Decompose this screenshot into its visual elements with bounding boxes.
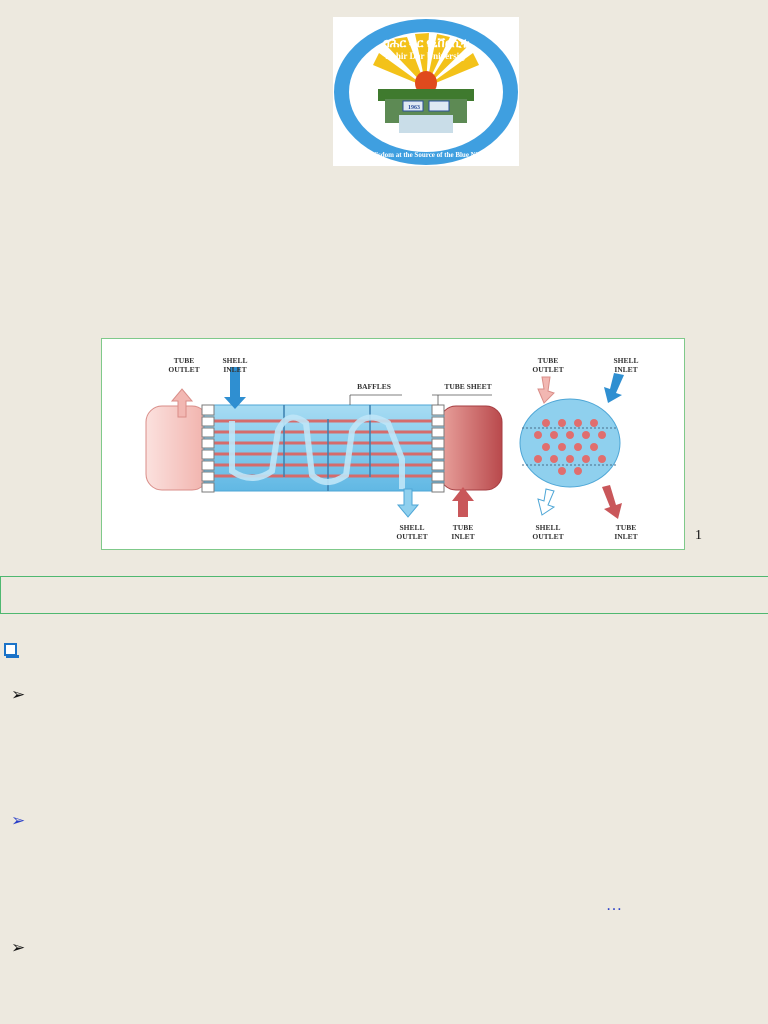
label-shell-inlet-l2: INLET [223, 365, 246, 374]
left-channel-head [145, 405, 209, 491]
label-baffles: BAFFLES [357, 382, 391, 391]
square-bullet-icon [4, 643, 19, 658]
arrow-bullet-icon: ➢ [11, 685, 26, 704]
tube-outlet-arrow [170, 388, 194, 418]
label-tube-inlet-r2: INLET [614, 532, 637, 541]
label-shell-outlet-r1: SHELL [535, 523, 560, 532]
logo-motto: Wisdom at the Source of the Blue Nile [369, 151, 483, 159]
arrow-bullet-icon: ➢ [11, 938, 26, 957]
right-channel-head [439, 405, 503, 491]
label-tube-inlet-r1: TUBE [616, 523, 636, 532]
tube-inlet-arrow [452, 487, 474, 517]
figure-number: 1 [695, 528, 702, 543]
label-tube-inlet-l1: TUBE [453, 523, 473, 532]
logo-year: 1963 [408, 105, 420, 111]
label-shell-inlet-r1: SHELL [613, 356, 638, 365]
logo-english-name: Bahir Dar University [385, 51, 467, 61]
logo-amharic-motto: ጥበብ በዓባይ ምንጭ [396, 136, 456, 145]
label-tube-outlet-r1: TUBE [538, 356, 558, 365]
heat-exchanger-diagram: TUBE OUTLET SHELL INLET BAFFLES TUBE SHE… [145, 356, 639, 541]
label-tube-inlet-l2: INLET [451, 532, 474, 541]
label-tube-outlet-r2: OUTLET [532, 365, 563, 374]
logo-amharic-name: ባሕር ዳር ዩኒቨርሲቲ [383, 36, 470, 50]
logo-seal-icon: ባሕር ዳር ዩኒቨርሲቲ Bahir Dar University 1963 … [334, 19, 518, 165]
heat-exchanger-figure: TUBE OUTLET SHELL INLET BAFFLES TUBE SHE… [101, 338, 685, 550]
label-shell-outlet-l1: SHELL [399, 523, 424, 532]
label-tube-outlet-l1: TUBE [174, 356, 194, 365]
label-tube-sheet: TUBE SHEET [444, 382, 491, 391]
label-tube-outlet-l2: OUTLET [168, 365, 199, 374]
arrow-bullet-icon: ➢ [11, 811, 26, 830]
university-logo: ባሕር ዳር ዩኒቨርሲቲ Bahir Dar University 1963 … [333, 17, 519, 166]
label-shell-inlet-r2: INLET [614, 365, 637, 374]
shell-cross-section [519, 398, 621, 488]
label-shell-outlet-l2: OUTLET [396, 532, 427, 541]
shell-outlet-arrow [396, 488, 420, 518]
label-shell-outlet-r2: OUTLET [532, 532, 563, 541]
caption-box [0, 576, 768, 614]
ellipsis-text: … [606, 897, 623, 914]
label-shell-inlet-l1: SHELL [222, 356, 247, 365]
shell-inlet-arrow [224, 367, 246, 409]
